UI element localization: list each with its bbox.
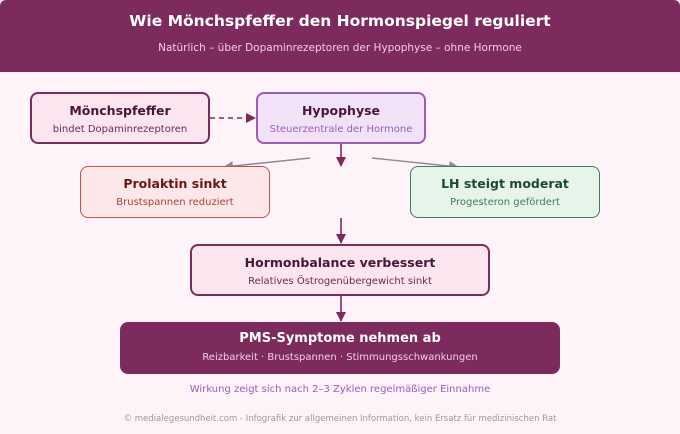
node-hormonbalance: Hormonbalance verbessert Relatives Östro…: [190, 244, 490, 296]
node-pms-title: PMS-Symptome nehmen ab: [239, 331, 441, 346]
node-hypophyse-title: Hypophyse: [301, 103, 381, 118]
node-prolaktin: Prolaktin sinkt Brustspannen reduziert: [80, 166, 270, 218]
arrow-hypophyse-to-prolaktin: [223, 157, 311, 172]
node-pms: PMS-Symptome nehmen ab Reizbarkeit · Bru…: [120, 322, 560, 374]
node-hypophyse: Hypophyse Steuerzentrale der Hormone: [256, 92, 426, 144]
node-lh-title: LH steigt moderat: [441, 176, 569, 191]
arrow-hypophyse-to-lh: [371, 157, 459, 172]
node-moenchspfeffer-title: Mönchspfeffer: [69, 103, 171, 118]
node-moenchspfeffer: Mönchspfeffer bindet Dopaminrezeptoren: [30, 92, 210, 144]
node-hormonbalance-subtitle: Relatives Östrogenübergewicht sinkt: [248, 276, 432, 287]
page-title: Wie Mönchspfeffer den Hormonspiegel regu…: [129, 12, 551, 30]
node-lh-subtitle: Progesteron gefördert: [450, 197, 560, 208]
node-lh: LH steigt moderat Progesteron gefördert: [410, 166, 600, 218]
node-moenchspfeffer-subtitle: bindet Dopaminrezeptoren: [52, 124, 188, 135]
node-prolaktin-title: Prolaktin sinkt: [123, 176, 227, 191]
node-hormonbalance-title: Hormonbalance verbessert: [244, 255, 436, 270]
node-prolaktin-subtitle: Brustspannen reduziert: [116, 197, 234, 208]
page-subtitle: Natürlich – über Dopaminrezeptoren der H…: [158, 42, 522, 54]
header-banner: Wie Mönchspfeffer den Hormonspiegel regu…: [0, 0, 680, 72]
footer-disclaimer: © medialegesundheit.com - Infografik zur…: [123, 414, 557, 424]
node-hypophyse-subtitle: Steuerzentrale der Hormone: [269, 124, 413, 135]
effect-note: Wirkung zeigt sich nach 2–3 Zyklen regel…: [189, 384, 491, 395]
node-pms-subtitle: Reizbarkeit · Brustspannen · Stimmungssc…: [202, 352, 478, 363]
